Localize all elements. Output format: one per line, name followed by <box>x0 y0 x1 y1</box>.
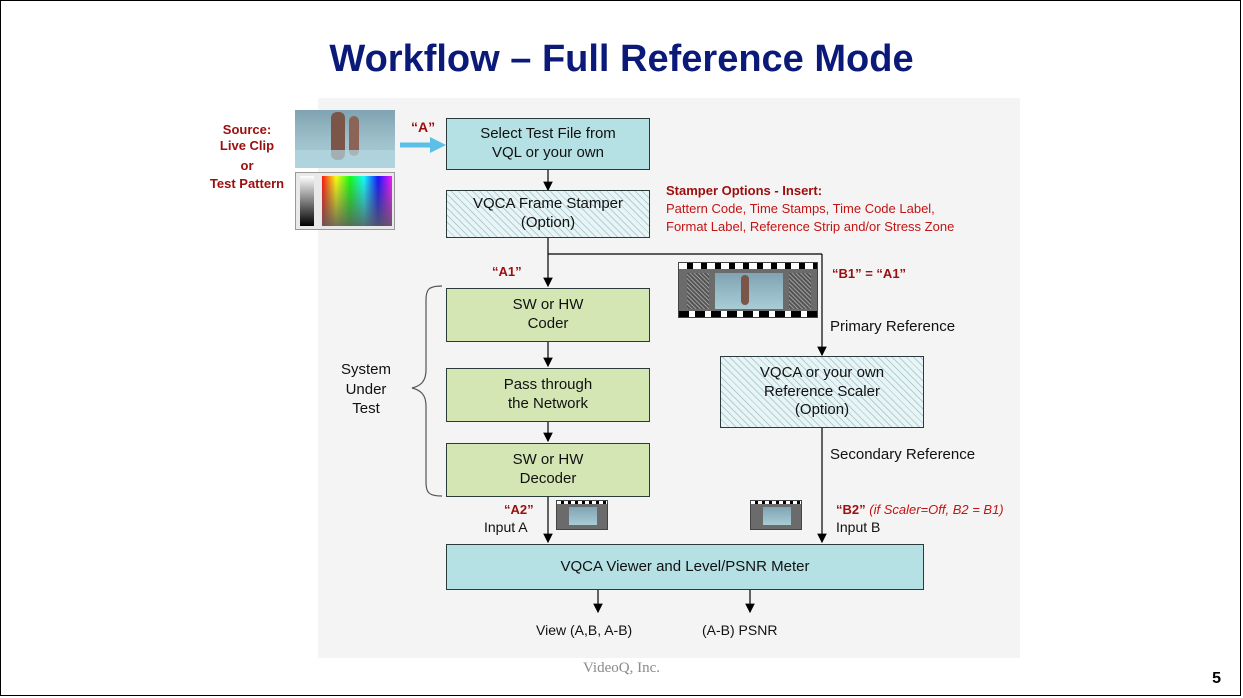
coder-box: SW or HW Coder <box>446 288 650 342</box>
decoder-box: SW or HW Decoder <box>446 443 650 497</box>
primary-reference-thumbnail <box>678 262 818 318</box>
reference-scaler-box: VQCA or your own Reference Scaler (Optio… <box>720 356 924 428</box>
test-pattern-thumbnail <box>295 172 395 230</box>
source-live-clip: Live Clip <box>219 138 275 153</box>
primary-reference-label: Primary Reference <box>830 318 956 335</box>
b2-note: (if Scaler=Off, B2 = B1) <box>869 502 1004 517</box>
stamper-options-line2: Format Label, Reference Strip and/or Str… <box>666 219 955 234</box>
viewer-psnr-meter-box: VQCA Viewer and Level/PSNR Meter <box>446 544 924 590</box>
stamper-options-line1: Pattern Code, Time Stamps, Time Code Lab… <box>666 201 935 216</box>
source-or: or <box>240 158 254 173</box>
input-a-thumbnail <box>556 500 608 530</box>
page-number: 5 <box>1212 670 1221 687</box>
input-b-thumbnail <box>750 500 802 530</box>
slide-title: Workflow – Full Reference Mode <box>329 38 914 80</box>
tag-a2: “A2” <box>504 502 534 517</box>
tag-a1: “A1” <box>492 264 522 279</box>
psnr-output-label: (A-B) PSNR <box>702 622 778 638</box>
secondary-reference-label: Secondary Reference <box>830 446 976 463</box>
footer-company: VideoQ, Inc. <box>583 660 660 676</box>
tag-b2: “B2” <box>836 502 866 517</box>
input-a-label: Input A <box>484 519 528 535</box>
system-under-test-brace <box>411 285 443 497</box>
system-under-test-label: System Under Test <box>340 361 391 417</box>
network-box: Pass through the Network <box>446 368 650 422</box>
live-clip-thumbnail <box>295 110 395 168</box>
input-b-label: Input B <box>836 519 881 535</box>
tag-a: “A” <box>411 119 436 135</box>
stamper-options-heading: Stamper Options - Insert: <box>666 183 823 198</box>
source-arrow <box>400 137 446 153</box>
frame-stamper-box: VQCA Frame Stamper (Option) <box>446 190 650 238</box>
tag-b1-equals-a1: “B1” = “A1” <box>832 266 907 281</box>
select-test-file-box: Select Test File from VQL or your own <box>446 118 650 170</box>
view-output-label: View (A,B, A-B) <box>536 622 633 638</box>
source-test-pattern: Test Pattern <box>209 176 285 191</box>
tag-b2-line: “B2” (if Scaler=Off, B2 = B1) <box>836 502 1004 517</box>
source-label: Source: <box>222 122 272 137</box>
